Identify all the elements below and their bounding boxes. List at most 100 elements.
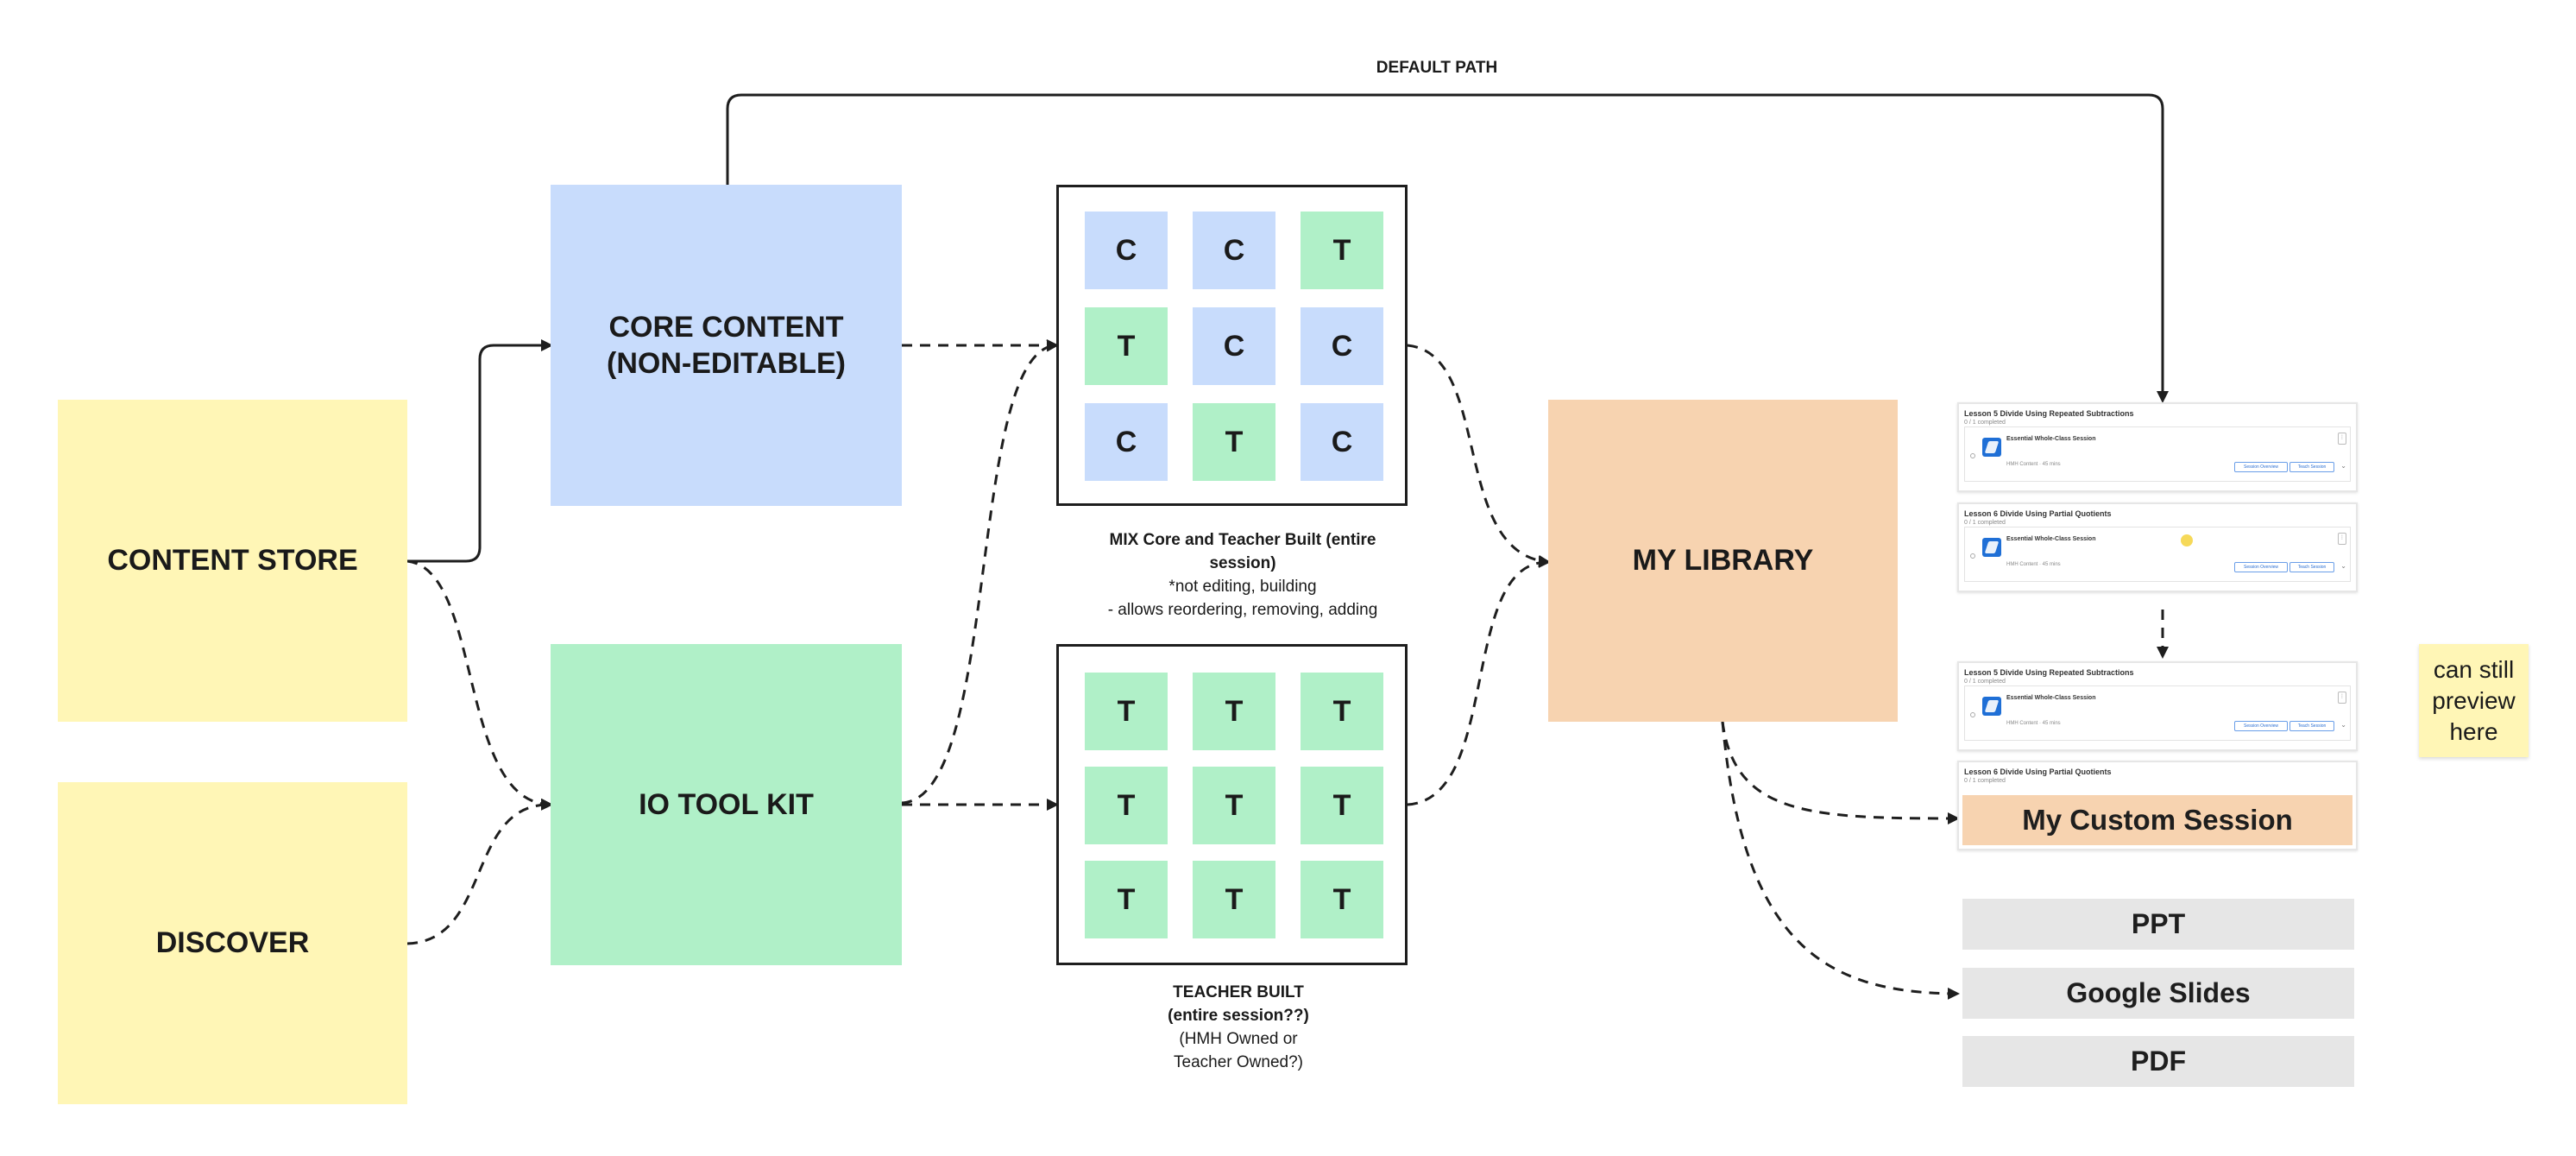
content-store-node: CONTENT STORE [58, 400, 407, 722]
edge-default-path [726, 93, 2169, 403]
teacher-cell: T [1193, 673, 1275, 750]
teacher-cell: T [1301, 767, 1383, 844]
teacher-cell: T [1301, 673, 1383, 750]
session-overview-button[interactable]: Session Overview [2234, 562, 2288, 572]
teacher-caption-title: TEACHER BUILT [1173, 983, 1304, 1001]
teacher-cell: T [1085, 767, 1168, 844]
export-ppt-label: PPT [2131, 908, 2186, 939]
mix-caption-note: *not editing, building [1168, 578, 1317, 596]
teach-session-button[interactable]: Teach Session [2289, 721, 2334, 731]
lesson-card[interactable]: Lesson 5 Divide Using Repeated Subtracti… [1957, 402, 2358, 492]
lesson-title: Lesson 6 Divide Using Partial Quotients [1964, 768, 2112, 776]
mix-cell: C [1085, 403, 1168, 481]
export-google-slides-button[interactable]: Google Slides [1962, 968, 2354, 1019]
session-title: Essential Whole-Class Session [2006, 436, 2096, 442]
io-tool-kit-label: IO TOOL KIT [639, 787, 814, 821]
core-content-sublabel: (NON-EDITABLE) [607, 347, 846, 380]
preview-sticky-note: can still preview here [2419, 644, 2529, 757]
mix-caption-title: MIX Core and Teacher Built (entire [1109, 531, 1376, 549]
teacher-cell: T [1301, 861, 1383, 938]
mix-cell: C [1301, 403, 1383, 481]
teacher-grid-frame: T T T T T T T T T [1056, 644, 1408, 965]
drag-handle-icon[interactable] [1970, 553, 1975, 559]
core-content-label: CORE CONTENT [608, 310, 844, 344]
custom-session-row[interactable]: My Custom Session [1962, 795, 2352, 845]
export-pdf-button[interactable]: PDF [1962, 1036, 2354, 1087]
my-library-node: MY LIBRARY [1548, 400, 1898, 722]
mix-cell: C [1085, 212, 1168, 289]
teach-session-button[interactable]: Teach Session [2289, 562, 2334, 572]
drag-handle-icon[interactable] [1970, 453, 1975, 458]
chevron-down-icon[interactable]: ⌄ [2340, 462, 2346, 470]
lesson-title: Lesson 5 Divide Using Repeated Subtracti… [1964, 409, 2134, 418]
session-row[interactable]: Essential Whole-Class Session ⋮ HMH Cont… [1964, 426, 2351, 482]
more-options-icon[interactable]: ⋮ [2338, 692, 2346, 704]
lesson-title: Lesson 5 Divide Using Repeated Subtracti… [1964, 668, 2134, 677]
export-ppt-button[interactable]: PPT [1962, 899, 2354, 950]
session-row[interactable]: Essential Whole-Class Session ⋮ HMH Cont… [1964, 527, 2351, 582]
chevron-down-icon[interactable]: ⌄ [2340, 721, 2346, 729]
lesson-card[interactable]: Lesson 6 Divide Using Partial Quotients … [1957, 502, 2358, 592]
lesson-card[interactable]: Lesson 6 Divide Using Partial Quotients … [1957, 761, 2358, 850]
edge-content-store-to-core [407, 339, 553, 563]
lesson-progress: 0 / 1 completed [1964, 520, 2006, 526]
core-content-node: CORE CONTENT (NON-EDITABLE) [551, 185, 902, 506]
edge-iotoolkit-to-mix [901, 339, 1059, 805]
drag-handle-icon[interactable] [1970, 712, 1975, 717]
session-overview-button[interactable]: Session Overview [2234, 462, 2288, 472]
session-thumbnail-icon [1982, 438, 2001, 457]
teacher-grid-caption: TEACHER BUILT (entire session??) (HMH Ow… [1105, 981, 1372, 1074]
lesson-progress: 0 / 1 completed [1964, 679, 2006, 685]
custom-session-label: My Custom Session [2022, 804, 2293, 836]
lesson-progress: 0 / 1 completed [1964, 420, 2006, 426]
mix-caption-note: - allows reordering, removing, adding [1107, 601, 1378, 619]
mix-cell: T [1301, 212, 1383, 289]
mix-grid-frame: C C T T C C C T C [1056, 185, 1408, 506]
sticky-note-line: preview [2432, 686, 2516, 714]
session-row[interactable]: Essential Whole-Class Session ⋮ HMH Cont… [1964, 685, 2351, 741]
session-meta: HMH Content · 45 mins [2006, 721, 2061, 726]
sticky-note-line: can still [2433, 655, 2515, 683]
more-options-icon[interactable]: ⋮ [2338, 533, 2346, 545]
edge-library-to-exports [1721, 721, 1960, 1000]
edge-teacher-to-library [1407, 555, 1551, 806]
session-title: Essential Whole-Class Session [2006, 695, 2096, 701]
session-meta: HMH Content · 45 mins [2006, 462, 2061, 467]
session-overview-button[interactable]: Session Overview [2234, 721, 2288, 731]
session-meta: HMH Content · 45 mins [2006, 562, 2061, 567]
teacher-cell: T [1085, 861, 1168, 938]
mix-caption-title-cont: session) [1209, 554, 1276, 572]
teacher-caption-subtitle: (entire session??) [1168, 1007, 1309, 1025]
mix-grid-caption: MIX Core and Teacher Built (entire sessi… [1053, 528, 1433, 622]
lesson-title: Lesson 6 Divide Using Partial Quotients [1964, 509, 2112, 518]
discover-node: DISCOVER [58, 782, 407, 1104]
export-google-slides-label: Google Slides [2066, 977, 2251, 1008]
teach-session-button[interactable]: Teach Session [2289, 462, 2334, 472]
discover-label: DISCOVER [155, 926, 310, 960]
mix-cell: T [1193, 403, 1275, 481]
edge-mix-to-library [1407, 344, 1551, 567]
lesson-card[interactable]: Lesson 5 Divide Using Repeated Subtracti… [1957, 661, 2358, 751]
chevron-down-icon[interactable]: ⌄ [2340, 562, 2346, 570]
lesson-progress: 0 / 1 completed [1964, 778, 2006, 784]
export-pdf-label: PDF [2131, 1045, 2186, 1077]
edge-library-to-custom [1721, 721, 1960, 824]
mix-cell: C [1301, 307, 1383, 385]
my-library-label: MY LIBRARY [1632, 544, 1814, 578]
more-options-icon[interactable]: ⋮ [2338, 433, 2346, 445]
content-store-label: CONTENT STORE [107, 544, 358, 578]
session-thumbnail-icon [1982, 538, 2001, 557]
mix-cell: T [1085, 307, 1168, 385]
default-path-label: DEFAULT PATH [1376, 59, 1498, 77]
mix-cell: C [1193, 307, 1275, 385]
io-tool-kit-node: IO TOOL KIT [551, 644, 902, 965]
cursor-icon [2181, 534, 2193, 546]
teacher-cell: T [1085, 673, 1168, 750]
sticky-note-line: here [2449, 717, 2498, 745]
edge-discover-to-iotoolkit [406, 798, 553, 945]
session-thumbnail-icon [1982, 697, 2001, 716]
mix-cell: C [1193, 212, 1275, 289]
teacher-caption-note: Teacher Owned?) [1174, 1053, 1303, 1071]
teacher-cell: T [1193, 861, 1275, 938]
